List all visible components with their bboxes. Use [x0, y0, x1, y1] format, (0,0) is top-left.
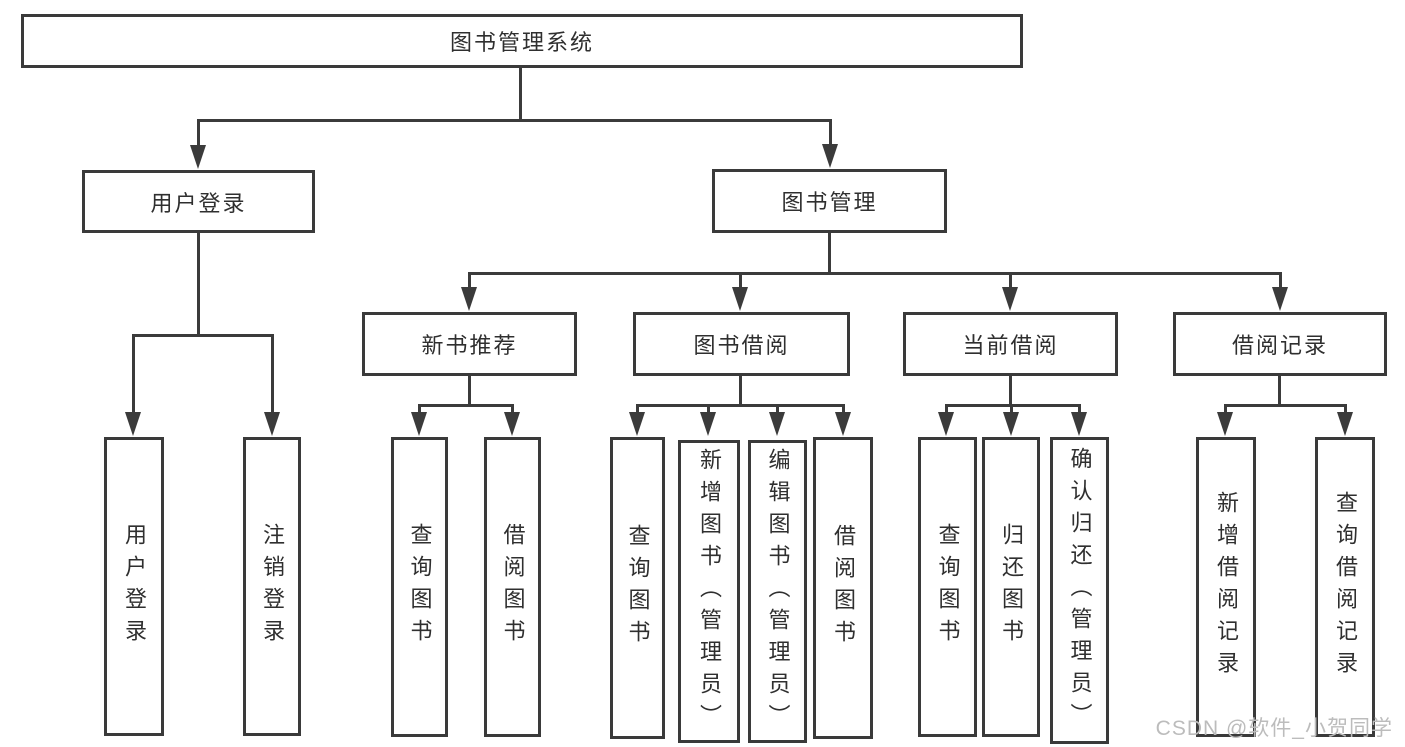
arrow-down-icon	[1003, 412, 1019, 436]
arrow-down-icon	[1071, 412, 1087, 436]
leaf-label: 查询借阅记录	[1333, 491, 1358, 683]
tree-connector-line	[468, 272, 471, 290]
node-user-login-group: 用户登录	[82, 170, 315, 233]
leaf-query-books-borrow: 查询图书	[610, 437, 665, 739]
node-new-book-recommendation: 新书推荐	[362, 312, 577, 376]
node-book-management: 图书管理	[712, 169, 947, 233]
leaf-edit-books-admin: 编辑图书（管理员）	[748, 440, 807, 743]
leaf-query-books-current: 查询图书	[918, 437, 977, 737]
leaf-label: 新增借阅记录	[1214, 491, 1239, 683]
leaf-user-login: 用户登录	[104, 437, 164, 736]
tree-connector-line	[636, 404, 845, 407]
tree-connector-line	[468, 272, 1282, 275]
tree-connector-line	[1224, 404, 1227, 416]
tree-connector-line	[707, 404, 710, 416]
arrow-down-icon	[938, 412, 954, 436]
tree-connector-line	[945, 404, 948, 416]
arrow-down-icon	[190, 145, 206, 169]
tree-connector-line	[132, 334, 274, 337]
tree-connector-line	[829, 119, 832, 149]
tree-connector-line	[739, 376, 742, 407]
arrow-down-icon	[835, 412, 851, 436]
tree-connector-line	[519, 68, 522, 121]
node-label: 图书借阅	[693, 333, 790, 358]
leaf-query-books-recommend: 查询图书	[391, 437, 448, 737]
tree-connector-line	[468, 376, 471, 407]
leaf-return-books: 归还图书	[982, 437, 1040, 737]
leaf-label: 归还图书	[999, 523, 1024, 651]
tree-connector-line	[271, 334, 274, 414]
tree-connector-line	[511, 404, 514, 416]
leaf-add-borrow-record: 新增借阅记录	[1196, 437, 1256, 737]
leaf-label: 查询图书	[407, 523, 433, 651]
arrow-down-icon	[822, 144, 838, 168]
tree-connector-line	[1278, 376, 1281, 407]
node-label: 图书管理系统	[449, 30, 594, 55]
leaf-label: 编辑图书（管理员）	[765, 447, 791, 736]
node-current-borrowing: 当前借阅	[903, 312, 1118, 376]
arrow-down-icon	[411, 412, 427, 436]
arrow-down-icon	[700, 412, 716, 436]
tree-connector-line	[1010, 404, 1013, 416]
leaf-label: 确认归还（管理员）	[1067, 446, 1093, 735]
leaf-label: 用户登录	[122, 522, 147, 651]
leaf-label: 查询图书	[625, 524, 651, 652]
tree-connector-line	[636, 404, 639, 416]
tree-connector-line	[842, 404, 845, 416]
node-label: 图书管理	[781, 190, 878, 215]
leaf-add-books-admin: 新增图书（管理员）	[678, 440, 740, 743]
arrow-down-icon	[769, 412, 785, 436]
tree-connector-line	[1009, 272, 1012, 290]
tree-connector-line	[1224, 404, 1347, 407]
tree-connector-line	[132, 334, 135, 414]
leaf-label: 新增图书（管理员）	[697, 447, 722, 736]
leaf-label: 查询图书	[935, 523, 961, 651]
arrow-down-icon	[461, 287, 477, 311]
arrow-down-icon	[125, 412, 141, 436]
arrow-down-icon	[264, 412, 280, 436]
node-label: 当前借阅	[962, 333, 1059, 358]
tree-connector-line	[1078, 404, 1081, 416]
arrow-down-icon	[1272, 287, 1288, 311]
leaf-borrow-books: 借阅图书	[813, 437, 873, 739]
leaf-logout: 注销登录	[243, 437, 301, 736]
tree-connector-line	[1009, 376, 1012, 407]
leaf-label: 注销登录	[260, 522, 285, 651]
arrow-down-icon	[1002, 287, 1018, 311]
leaf-label: 借阅图书	[831, 524, 856, 652]
leaf-confirm-return-admin: 确认归还（管理员）	[1050, 437, 1109, 744]
arrow-down-icon	[629, 412, 645, 436]
arrow-down-icon	[504, 412, 520, 436]
tree-connector-line	[197, 233, 200, 337]
node-label: 借阅记录	[1231, 333, 1328, 358]
leaf-borrow-books-recommend: 借阅图书	[484, 437, 541, 737]
tree-connector-line	[739, 272, 742, 290]
tree-connector-line	[945, 404, 1081, 407]
node-borrowing-records: 借阅记录	[1173, 312, 1387, 376]
tree-connector-line	[1279, 272, 1282, 290]
node-library-management-system: 图书管理系统	[21, 14, 1023, 68]
arrow-down-icon	[732, 287, 748, 311]
csdn-watermark: CSDN @软件_小贺同学	[1155, 717, 1393, 740]
node-label: 用户登录	[150, 190, 247, 216]
arrow-down-icon	[1337, 412, 1353, 436]
leaf-label: 借阅图书	[500, 523, 526, 651]
tree-connector-line	[418, 404, 514, 407]
node-label: 新书推荐	[421, 333, 518, 358]
tree-connector-line	[828, 233, 831, 275]
tree-connector-line	[776, 404, 779, 416]
tree-connector-line	[1344, 404, 1347, 416]
tree-connector-line	[418, 404, 421, 416]
leaf-query-borrow-record: 查询借阅记录	[1315, 437, 1375, 737]
tree-connector-line	[197, 119, 200, 149]
arrow-down-icon	[1217, 412, 1233, 436]
node-book-borrowing: 图书借阅	[633, 312, 850, 376]
tree-connector-line	[197, 119, 832, 122]
